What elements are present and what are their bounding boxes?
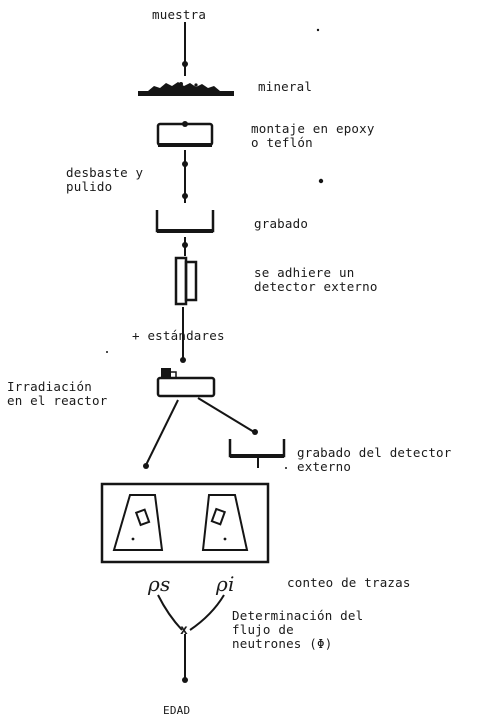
external-detector-icon	[174, 256, 198, 306]
label-sample: muestra	[152, 7, 207, 22]
label-mineral: mineral	[258, 79, 313, 94]
main-flow-line	[182, 22, 186, 679]
label-detector-etching: grabado del detector externo	[297, 445, 452, 474]
label-external-detector: se adhiere un detector externo	[254, 265, 378, 294]
reactor-irradiation-icon	[156, 368, 216, 398]
label-etching: grabado	[254, 216, 309, 231]
label-irradiation: Irradiación en el reactor	[7, 379, 108, 408]
epoxy-mount-icon	[156, 122, 214, 147]
counting-box	[100, 482, 270, 564]
converging-lines	[157, 594, 225, 631]
mineral-grains-icon	[138, 82, 234, 96]
etched-mount-icon	[155, 210, 215, 233]
scan-specks	[106, 28, 324, 469]
label-standards: + estándares	[132, 328, 225, 343]
rho-i-symbol: ρi	[216, 572, 235, 596]
label-mounting: montaje en epoxy o teflón	[251, 121, 375, 150]
branch-arrows	[143, 397, 258, 469]
detector-etching-icon	[228, 439, 286, 468]
label-neutron-flux: Determinación del flujo de neutrones (Φ)	[232, 608, 364, 651]
label-polishing: desbaste y pulido	[66, 165, 144, 194]
rho-s-symbol: ρs	[148, 572, 171, 596]
flow-dots	[180, 61, 188, 683]
combine-symbol: x	[180, 623, 189, 638]
label-age: EDAD	[163, 704, 191, 717]
label-track-counting: conteo de trazas	[287, 575, 411, 590]
